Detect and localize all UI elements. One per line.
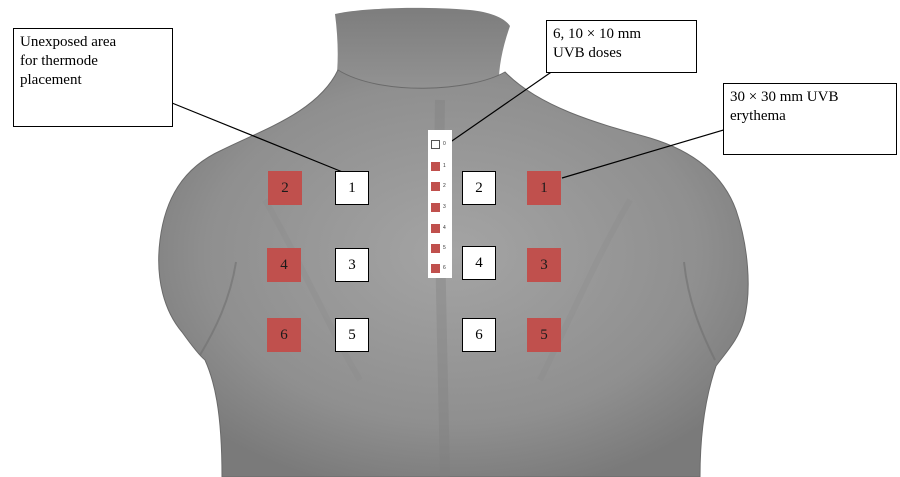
unexposed-site-right-bottom: 6: [462, 318, 496, 352]
dose-square-2: [431, 182, 440, 191]
thermode-callout: Unexposed area for thermode placement: [13, 28, 173, 127]
dose-square-6: [431, 264, 440, 273]
dose-label-1: 1: [443, 162, 446, 171]
erythema-site-left-middle: 4: [267, 248, 301, 282]
erythema-site-right-top: 1: [527, 171, 561, 205]
erythema-site-left-bottom: 6: [267, 318, 301, 352]
unexposed-site-left-bottom: 5: [335, 318, 369, 352]
erythema-callout-line-1: 30 × 30 mm UVB: [730, 88, 890, 107]
dose-square-4: [431, 224, 440, 233]
dose-label-4: 4: [443, 224, 446, 233]
thermode-callout-line-1: Unexposed area: [20, 33, 166, 52]
erythema-callout-line-2: erythema: [730, 107, 890, 126]
erythema-site-right-middle: 3: [527, 248, 561, 282]
dose-label-6: 6: [443, 264, 446, 273]
thermode-callout-line-3: placement: [20, 71, 166, 90]
thermode-callout-line-2: for thermode: [20, 52, 166, 71]
back-shape: [159, 70, 748, 477]
unexposed-site-right-top: 2: [462, 171, 496, 205]
doses-callout: 6, 10 × 10 mm UVB doses: [546, 20, 697, 73]
erythema-site-left-top: 2: [268, 171, 302, 205]
dose-square-5: [431, 244, 440, 253]
dose-square-1: [431, 162, 440, 171]
doses-callout-line-1: 6, 10 × 10 mm: [553, 25, 690, 44]
unexposed-site-left-middle: 3: [335, 248, 369, 282]
uvb-dose-strip: 0 1 2 3 4 5 6: [428, 130, 452, 278]
unexposed-site-left-top: 1: [335, 171, 369, 205]
erythema-site-right-bottom: 5: [527, 318, 561, 352]
erythema-callout: 30 × 30 mm UVB erythema: [723, 83, 897, 155]
dose-label-5: 5: [443, 244, 446, 253]
dose-label-0: 0: [443, 140, 446, 149]
dose-square-0: [431, 140, 440, 149]
dose-square-3: [431, 203, 440, 212]
dose-label-3: 3: [443, 203, 446, 212]
dose-label-2: 2: [443, 182, 446, 191]
doses-callout-line-2: UVB doses: [553, 44, 690, 63]
unexposed-site-right-middle: 4: [462, 246, 496, 280]
